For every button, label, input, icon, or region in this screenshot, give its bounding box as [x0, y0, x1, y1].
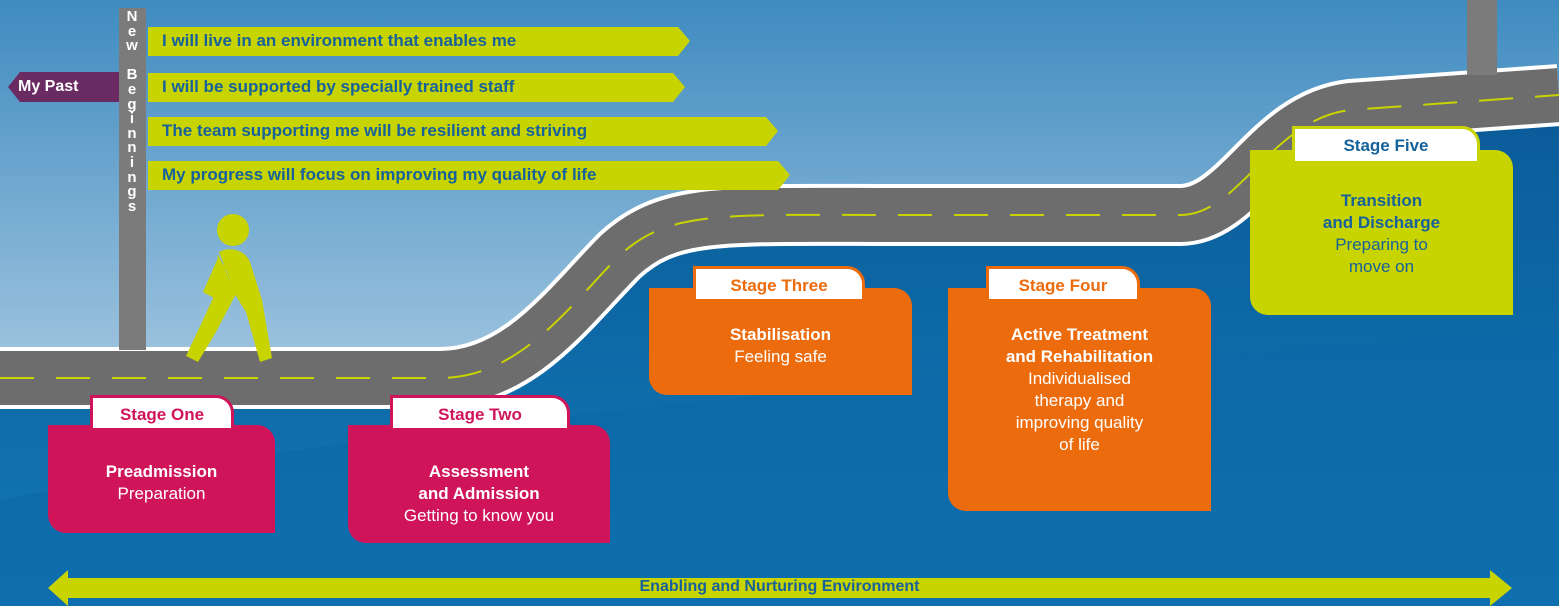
- walking-person-icon: [186, 214, 272, 362]
- stage-subtitle: move on: [1348, 257, 1415, 276]
- stage-subtitle: improving quality: [1015, 413, 1144, 432]
- stage-subtitle: Individualised: [1027, 369, 1131, 388]
- signpost-letter: i: [129, 153, 135, 171]
- stage-tab: Stage Four: [986, 266, 1140, 302]
- past-sign: My Past: [18, 78, 79, 95]
- stage-title: Preadmission: [105, 462, 218, 481]
- stage-four-card: Stage Four Active Treatment and Rehabilit…: [948, 266, 1211, 511]
- sign-2-shape: [148, 73, 685, 102]
- stage-card-body: [48, 425, 275, 533]
- stage-card-body: [948, 288, 1211, 511]
- stage-tab: Stage Two: [390, 395, 570, 431]
- stage-subtitle: therapy and: [1034, 391, 1125, 410]
- signpost-letter: e: [127, 80, 137, 98]
- sign-trained-staff: I will be supported by specially trained…: [162, 77, 515, 96]
- signpost-letter: i: [129, 110, 135, 128]
- signpost-letter: n: [127, 139, 137, 157]
- stage-subtitle: Preparation: [117, 484, 206, 503]
- stage-card-body: [348, 425, 610, 543]
- past-sign-shape: [8, 72, 119, 102]
- sign-3-shape: [148, 117, 778, 146]
- sign-team-resilient: The team supporting me will be resilient…: [162, 121, 588, 140]
- stage-title: Assessment: [428, 462, 530, 481]
- stage-tab: Stage One: [90, 395, 234, 431]
- sign-1-shape: [148, 27, 690, 56]
- stage-title: and Discharge: [1322, 213, 1441, 232]
- signpost-letter: e: [127, 22, 137, 40]
- sign-environment: I will live in an environment that enabl…: [162, 31, 517, 50]
- signpost-letter: N: [126, 8, 138, 25]
- stage-tab: Stage Three: [693, 266, 865, 302]
- stage-title: and Admission: [418, 484, 540, 503]
- stage-card-body: [1250, 150, 1513, 315]
- stage-title: Transition: [1340, 191, 1423, 210]
- stage-title: and Rehabilitation: [1005, 347, 1154, 366]
- stage-subtitle: Preparing to: [1335, 235, 1428, 254]
- signpost-letter: n: [127, 168, 137, 186]
- sign-quality-of-life: My progress will focus on improving my q…: [162, 165, 597, 184]
- stage-title: Stabilisation: [729, 325, 832, 344]
- bottom-arrow-shape: [48, 570, 1512, 606]
- stage-subtitle: of life: [1059, 435, 1100, 454]
- stage-card-body: [649, 288, 912, 395]
- stage-subtitle: Getting to know you: [403, 506, 555, 525]
- bottom-arrow-label: Enabling and Nurturing Environment: [639, 578, 920, 595]
- stage-subtitle: Feeling safe: [734, 347, 827, 366]
- signpost-pole: [119, 8, 146, 350]
- signpost-letter: w: [126, 37, 138, 55]
- signpost-letter: g: [127, 95, 137, 113]
- stage-title: Active Treatment: [1011, 325, 1148, 344]
- right-post: [1467, 0, 1497, 75]
- signpost-letter: g: [127, 183, 137, 201]
- signpost-letter: n: [127, 124, 137, 142]
- stage-tab: Stage Five: [1292, 126, 1480, 164]
- sign-4-shape: [148, 161, 790, 190]
- signpost-letter: B: [126, 66, 138, 84]
- signpost-letter: s: [127, 197, 137, 215]
